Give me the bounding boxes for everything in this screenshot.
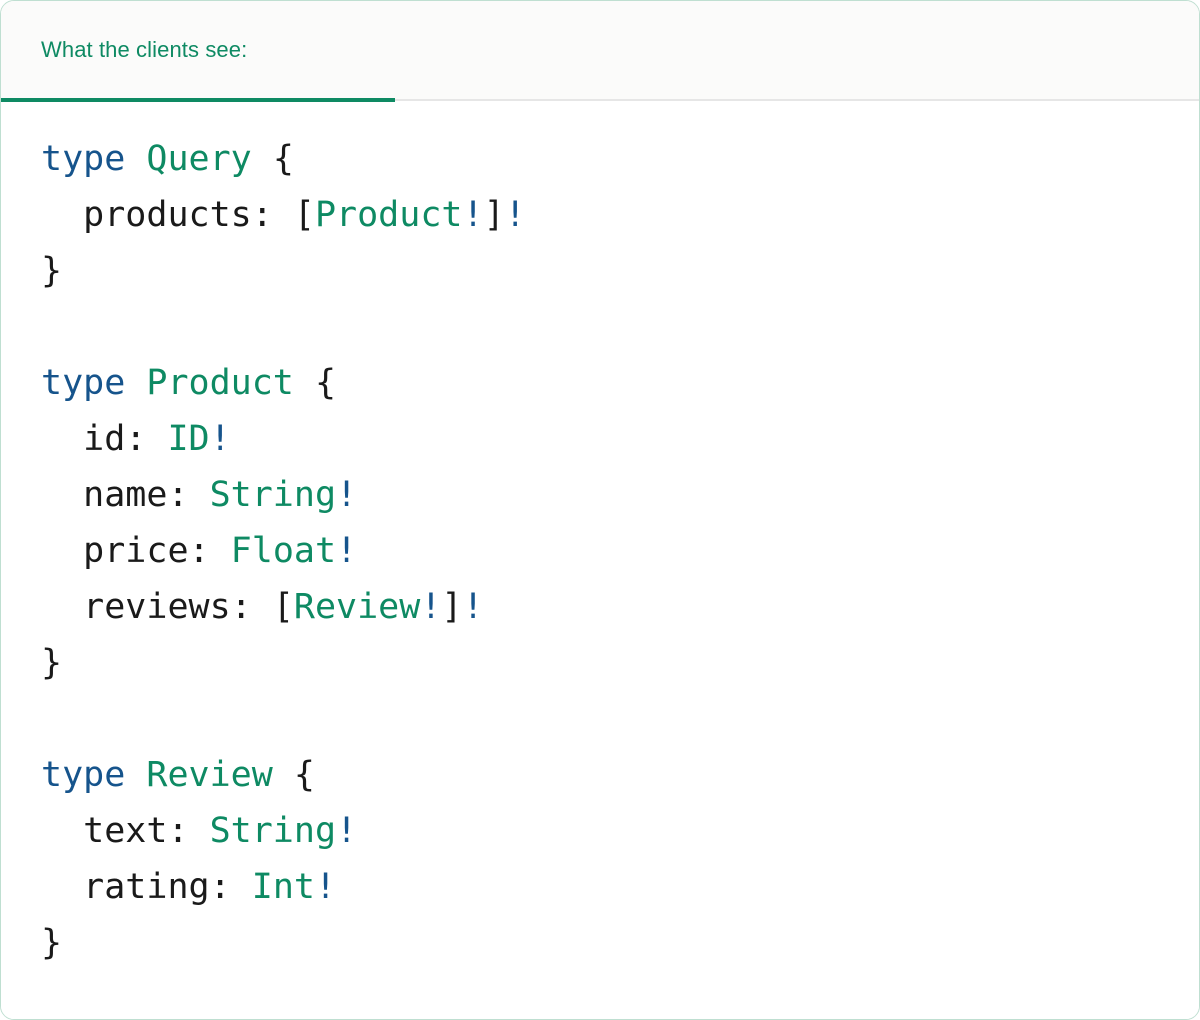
code-token-sp: [294, 363, 315, 403]
code-token-punct: [: [272, 587, 294, 627]
code-line: [41, 299, 1159, 355]
code-token-field: reviews:: [83, 587, 252, 627]
code-line: products: [Product!]!: [41, 187, 1159, 243]
code-token-sp: [189, 811, 210, 851]
code-line: name: String!: [41, 467, 1159, 523]
code-token-sp: [41, 195, 83, 235]
code-token-type: Float: [230, 531, 337, 571]
code-line: reviews: [Review!]!: [41, 579, 1159, 635]
code-token-punct: }: [41, 643, 63, 683]
code-token-punct: }: [41, 923, 63, 963]
code-token-bang: !: [314, 867, 337, 907]
code-token-kw: type: [41, 363, 126, 403]
code-token-sp: [273, 195, 294, 235]
tab-label: What the clients see:: [41, 37, 248, 62]
code-token-sp: [231, 867, 252, 907]
code-line: text: String!: [41, 803, 1159, 859]
code-body: type Query { products: [Product!]! } typ…: [1, 101, 1199, 1019]
code-token-type: Review: [293, 587, 421, 627]
code-token-bang: !: [504, 195, 526, 235]
code-token-type: Query: [146, 139, 252, 179]
code-token-type: Product: [146, 363, 294, 403]
code-token-punct: ]: [483, 195, 505, 235]
tab-what-the-clients-see[interactable]: What the clients see:: [1, 1, 395, 102]
code-token-field: text:: [83, 811, 189, 851]
code-token-sp: [252, 587, 273, 627]
code-token-bang: !: [336, 811, 358, 851]
code-token-field: products:: [83, 195, 273, 235]
code-token-field: price:: [83, 531, 210, 571]
code-token-sp: [41, 419, 83, 459]
code-token-kw: type: [41, 755, 126, 795]
code-line: price: Float!: [41, 523, 1159, 579]
code-token-sp: [189, 475, 210, 515]
code-token-field: id:: [83, 419, 147, 459]
code-token-field: rating:: [83, 867, 231, 907]
code-token-bang: !: [420, 587, 442, 627]
tab-bar: What the clients see:: [1, 1, 1199, 102]
code-token-bang: !: [462, 195, 484, 235]
code-token-type: Int: [251, 867, 315, 907]
code-token-sp: [210, 531, 231, 571]
code-token-punct: ]: [441, 587, 463, 627]
code-token-sp: [146, 419, 167, 459]
code-line: }: [41, 243, 1159, 299]
code-token-sp: [252, 139, 273, 179]
code-token-field: name:: [83, 475, 189, 515]
code-token-sp: [125, 139, 146, 179]
code-token-punct: {: [293, 755, 315, 795]
code-token-sp: [41, 811, 83, 851]
code-line: type Query {: [41, 131, 1159, 187]
code-token-sp: [41, 475, 83, 515]
code-token-sp: [125, 363, 146, 403]
code-token-type: String: [209, 475, 337, 515]
code-token-punct: {: [314, 363, 337, 403]
code-token-punct: [: [293, 195, 315, 235]
code-token-sp: [41, 587, 83, 627]
code-line: }: [41, 915, 1159, 971]
code-line: id: ID!: [41, 411, 1159, 467]
code-token-bang: !: [462, 587, 484, 627]
graphql-schema-code: type Query { products: [Product!]! } typ…: [1, 131, 1199, 971]
code-line: [41, 691, 1159, 747]
code-line: }: [41, 635, 1159, 691]
code-token-punct: }: [41, 251, 63, 291]
code-token-punct: {: [272, 139, 294, 179]
code-token-type: Product: [314, 195, 463, 235]
code-token-sp: [41, 531, 83, 571]
code-line: type Review {: [41, 747, 1159, 803]
code-line: rating: Int!: [41, 859, 1159, 915]
code-token-bang: !: [209, 419, 231, 459]
code-token-sp: [273, 755, 294, 795]
code-token-bang: !: [336, 475, 358, 515]
code-token-type: ID: [167, 419, 210, 459]
code-token-sp: [41, 867, 83, 907]
code-token-type: Review: [146, 755, 273, 795]
code-token-bang: !: [336, 531, 358, 571]
code-token-type: String: [209, 811, 337, 851]
code-token-sp: [125, 755, 146, 795]
code-line: type Product {: [41, 355, 1159, 411]
active-tab-underline: [1, 98, 395, 102]
code-token-kw: type: [41, 139, 126, 179]
